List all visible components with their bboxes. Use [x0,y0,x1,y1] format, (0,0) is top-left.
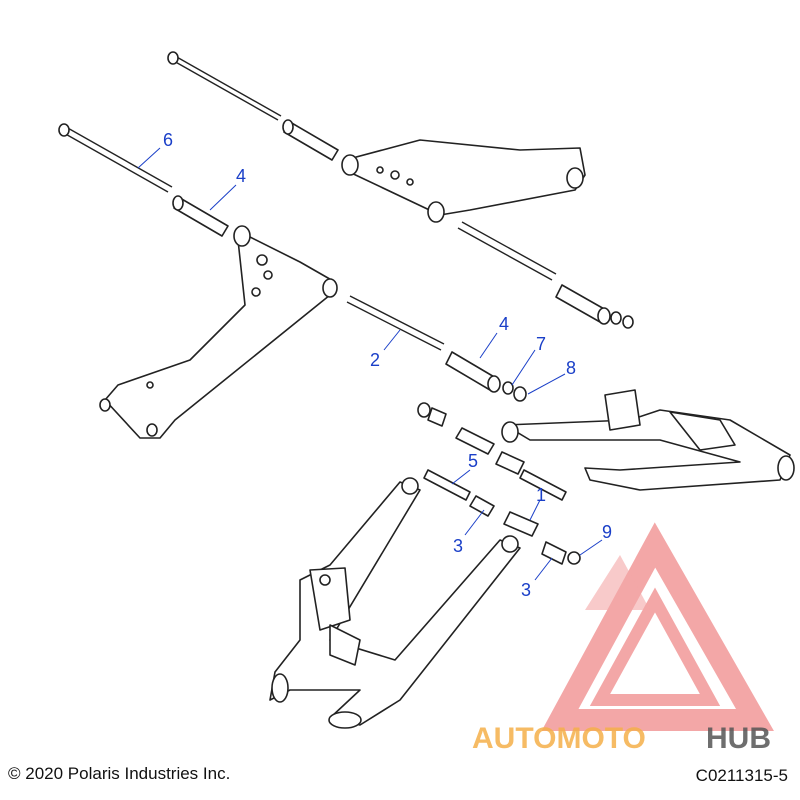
callout-8: 8 [566,358,576,378]
callout-5: 5 [468,451,478,471]
bushing-right [555,284,634,329]
upper-a-arm-top [341,139,586,223]
callout-9: 9 [602,522,612,542]
wordmark-part2: HUB [706,722,771,755]
diagram-code: C0211315-5 [695,766,788,785]
bushing-left [172,195,229,237]
long-bolt-left [58,123,173,193]
upper-a-arm-left [99,225,338,439]
callout-6: 6 [163,130,173,150]
callout-3-right: 3 [521,580,531,600]
lower-a-arm-right [501,389,795,491]
trailing-arm [269,477,521,729]
callout-labels: 6 4 4 2 7 8 5 1 3 3 9 [163,130,612,600]
callout-7: 7 [536,334,546,354]
leader-lines [137,147,603,581]
callout-4-lower: 4 [499,314,509,334]
hardware-cluster [417,402,581,565]
callout-3-left: 3 [453,536,463,556]
automotohub-logo [541,522,774,731]
bushing-4-lower [445,351,527,402]
long-bolt-top [167,51,282,121]
bushing-top [282,119,339,161]
copyright-text: © 2020 Polaris Industries Inc. [8,764,231,783]
automotohub-wordmark: AUTOMOTO HUB [472,722,771,755]
wordmark-part1: AUTOMOTO [472,722,646,755]
rod-upper-right [457,221,557,281]
callout-4-upper: 4 [236,166,246,186]
callout-1: 1 [536,485,546,505]
rod-2 [346,295,445,351]
callout-2: 2 [370,350,380,370]
